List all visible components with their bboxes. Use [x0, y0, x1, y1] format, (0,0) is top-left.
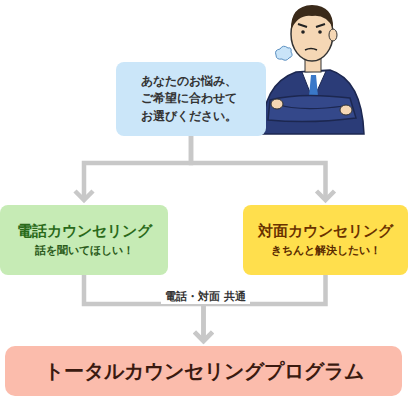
phone-counseling-box: 電話カウンセリング話を聞いてほしい！ — [0, 205, 168, 275]
flow-connector — [191, 136, 326, 200]
box-title: 電話カウンセリング — [17, 220, 152, 243]
flow-connector — [84, 136, 191, 200]
box-title: あなたのお悩み、ご希望に合わせてお選びください。 — [141, 73, 241, 125]
total-program-box: トータルカウンセリングプログラム — [5, 346, 402, 396]
speech-box: あなたのお悩み、ご希望に合わせてお選びください。 — [116, 62, 266, 136]
flow-connector — [204, 275, 326, 341]
box-subtitle: 話を聞いてほしい！ — [35, 242, 134, 260]
flow-connector — [84, 275, 204, 341]
box-title: トータルカウンセリングプログラム — [44, 358, 364, 384]
box-subtitle: きちんと解決したい！ — [271, 242, 381, 260]
box-title: 対面カウンセリング — [258, 220, 393, 243]
inperson-counseling-box: 対面カウンセリングきちんと解決したい！ — [243, 205, 408, 275]
shared-label: 電話・対面 共通 — [161, 289, 250, 304]
